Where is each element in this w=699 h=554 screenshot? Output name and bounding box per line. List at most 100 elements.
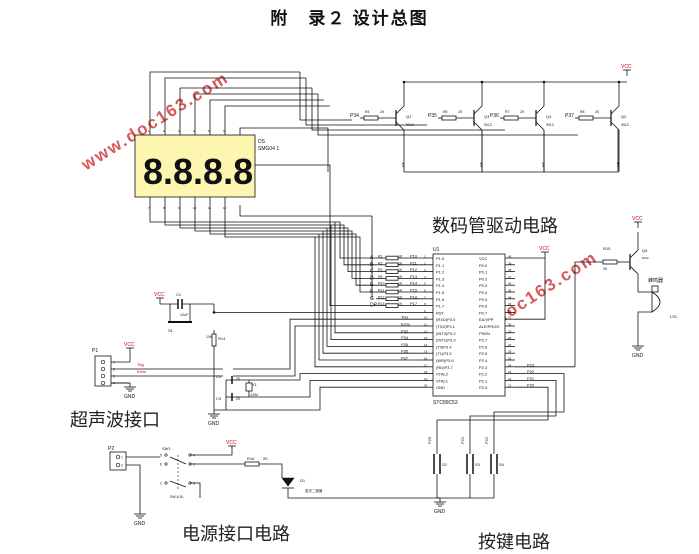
buzzer-q-part: 9012 <box>642 256 649 260</box>
transistor-collector <box>610 121 620 131</box>
wire <box>469 379 557 430</box>
mcu-pin-label: P1.7 <box>436 304 445 309</box>
resistor-ref: R9 <box>378 275 383 279</box>
mcu-pin-number: 20 <box>424 384 428 388</box>
key-ref: S3 <box>475 462 481 467</box>
mcu-pin-number: 15 <box>424 350 428 354</box>
display-pin-number: 2 <box>163 129 165 133</box>
mcu-pin-number: 35 <box>508 289 512 293</box>
resistor-value: 2K <box>595 110 600 114</box>
mcu-pin-number: 24 <box>508 363 512 367</box>
power-res-val: 2K <box>263 456 268 461</box>
junction-dot <box>402 80 406 84</box>
transistor-net: P34 <box>350 113 359 119</box>
label-power: 电源接口电路 <box>182 524 290 544</box>
mcu-pin-label: P0.0 <box>479 263 488 268</box>
segment-net: P13 <box>410 274 418 279</box>
transistor-emitter <box>610 105 620 115</box>
vcc-label: VCC <box>632 216 643 222</box>
header-pin <box>100 359 106 365</box>
mcu-pin-label: P0.4 <box>479 290 488 295</box>
mcu-pin-label: P0.7 <box>479 310 488 315</box>
resistor-ref: R11 <box>378 289 384 293</box>
buzzer-res-val: 2K <box>603 267 608 271</box>
key-ref: S2 <box>442 462 448 467</box>
display-digits: 8.8.8.8 <box>143 151 253 192</box>
label-display-driver: 数码管驱动电路 <box>432 216 558 236</box>
segment-net: P16 <box>410 294 418 299</box>
resistor-value: 2K <box>520 110 525 114</box>
mcu-pin-number: 12 <box>424 329 428 333</box>
resistor-value: 2K <box>458 110 463 114</box>
switch-contact <box>164 462 168 466</box>
mcu-pin-number: 22 <box>508 377 512 381</box>
mcu-pin-number: 4 <box>424 275 426 279</box>
mcu-pin-label: P0.5 <box>479 297 488 302</box>
mcu-pin-label: (INT0)P3.2 <box>436 331 456 336</box>
mcu-pin-number: 13 <box>424 336 428 340</box>
mcu-pin-number: 19 <box>424 377 428 381</box>
key-ref: S4 <box>499 462 505 467</box>
digit-label: 4H <box>401 162 406 167</box>
mcu-pin-label: P0.6 <box>479 304 488 309</box>
cap-c3-ref: C3 <box>216 396 222 401</box>
port3-wire <box>322 231 423 354</box>
mcu-net-label: P35 <box>401 342 409 347</box>
wire <box>317 94 578 136</box>
switch-contact <box>164 453 168 457</box>
power-switch-ref: SW1 <box>162 446 171 451</box>
mcu-pin-label: P1.5 <box>436 290 445 295</box>
mcu-net-label: P20 <box>527 383 535 388</box>
wire <box>311 88 505 131</box>
led-label: 发光二极管 <box>305 488 323 493</box>
junction-dot <box>480 80 484 84</box>
mcu-pin-number: 31 <box>508 316 512 320</box>
reset-res-ref: R14 <box>218 336 226 341</box>
resistor-value: 1K <box>398 295 403 299</box>
transistor-ref: Q1 <box>406 114 412 119</box>
vcc-label: VCC <box>154 292 165 298</box>
wire <box>637 311 652 342</box>
mcu-pin-number: 8 <box>424 302 426 306</box>
mcu-pin-number: 29 <box>508 329 512 333</box>
digit-label: 1H <box>616 162 621 167</box>
display-part: SMG04 1 <box>258 146 279 152</box>
wire <box>249 379 423 398</box>
mcu-pin-number: 18 <box>424 370 428 374</box>
segment-wire <box>149 205 376 259</box>
key-net: P20 <box>427 436 432 444</box>
header-pin-number: 2 <box>121 464 123 468</box>
digit-label: 3H <box>479 162 484 167</box>
wire <box>233 325 423 377</box>
base-resistor <box>363 115 379 121</box>
crystal-val: 12M <box>250 392 258 397</box>
mcu-pin-label: P1.4 <box>436 283 445 288</box>
mcu-pin-number: 40 <box>508 255 512 259</box>
port3-wire <box>314 237 423 368</box>
transistor-part: 9012 <box>621 123 629 127</box>
resistor-ref: R2 <box>378 261 383 265</box>
switch-pin-number: 5 <box>160 454 162 458</box>
header-pin <box>100 366 106 372</box>
segment-resistor <box>385 276 399 281</box>
cap-val: 20 <box>236 397 240 401</box>
wire <box>233 318 423 370</box>
net-echo: Echo <box>137 369 147 374</box>
segment-wire <box>179 205 376 273</box>
mcu-pin-number: 7 <box>424 295 426 299</box>
segment-net: P15 <box>410 288 418 293</box>
mcu-pin-label: P1.3 <box>436 276 445 281</box>
transistor-net: P37 <box>565 113 574 119</box>
wire <box>436 386 549 430</box>
buzzer-res-ref: R15 <box>603 246 611 251</box>
mcu-pin-label: (INT1)P3.3 <box>436 338 456 343</box>
mcu-pin-label: P2.3 <box>479 365 488 370</box>
junction-dot <box>617 80 621 84</box>
wire <box>249 373 423 381</box>
segment-resistor <box>385 282 399 288</box>
display-pin-number: 1 <box>148 129 150 133</box>
resistor-ref: R5 <box>443 110 448 114</box>
mcu-pin-number: 27 <box>508 343 512 347</box>
switch-pin-number: 6 <box>160 463 162 467</box>
led-ref: D1 <box>300 478 306 483</box>
